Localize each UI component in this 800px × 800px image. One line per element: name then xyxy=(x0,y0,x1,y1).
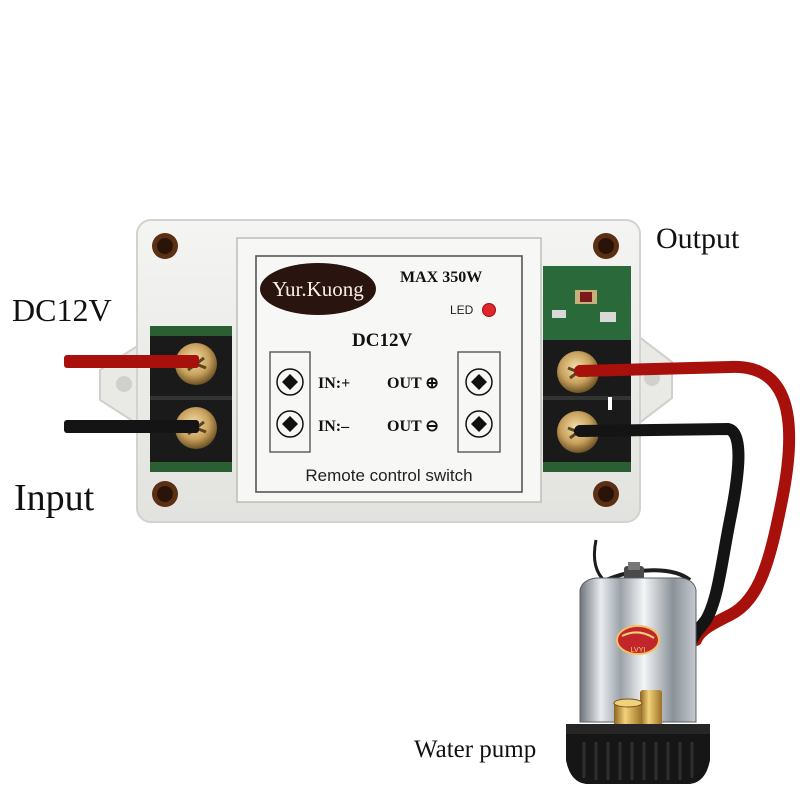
water-pump: LVYI xyxy=(566,539,710,784)
brand-logo xyxy=(260,263,376,315)
terminal-screw-icon xyxy=(465,368,493,396)
brand-logo-text: Yur.Kuong xyxy=(272,277,364,301)
output-black-wire xyxy=(574,422,745,646)
output-wires xyxy=(574,360,796,646)
led-label: LED xyxy=(450,303,474,317)
output-label: Output xyxy=(656,222,740,255)
input-wires xyxy=(64,355,199,433)
led-icon xyxy=(482,303,496,317)
terminal-screw-icon xyxy=(465,410,493,438)
input-label: Input xyxy=(14,477,95,519)
max-rating: MAX 350W xyxy=(400,269,482,286)
pump-base xyxy=(566,724,710,784)
pump-label: Water pump xyxy=(414,736,537,763)
in-minus-label: IN:– xyxy=(318,418,350,435)
pump-badge-text: LVYI xyxy=(631,647,646,654)
output-terminal-block xyxy=(543,266,631,472)
out-plus-label: OUT ⊕ xyxy=(387,375,439,392)
pump-outlet xyxy=(640,690,662,734)
terminal-screw-icon xyxy=(276,410,304,438)
mounting-hole-icon xyxy=(116,376,132,392)
terminal-screw-icon xyxy=(276,368,304,396)
power-label: DC12V xyxy=(12,292,112,328)
input-red-wire xyxy=(64,355,199,368)
output-red-wire xyxy=(574,360,796,646)
label-panel: Yur.Kuong MAX 350W LED DC12V IN:+ IN:– O… xyxy=(236,237,542,503)
in-plus-label: IN:+ xyxy=(318,375,350,392)
panel-footer: Remote control switch xyxy=(305,466,472,485)
input-black-wire xyxy=(64,420,199,433)
out-minus-label: OUT ⊖ xyxy=(387,418,439,435)
voltage-label: DC12V xyxy=(352,330,412,351)
pump-cable xyxy=(592,539,608,584)
input-terminal-block xyxy=(150,326,232,472)
